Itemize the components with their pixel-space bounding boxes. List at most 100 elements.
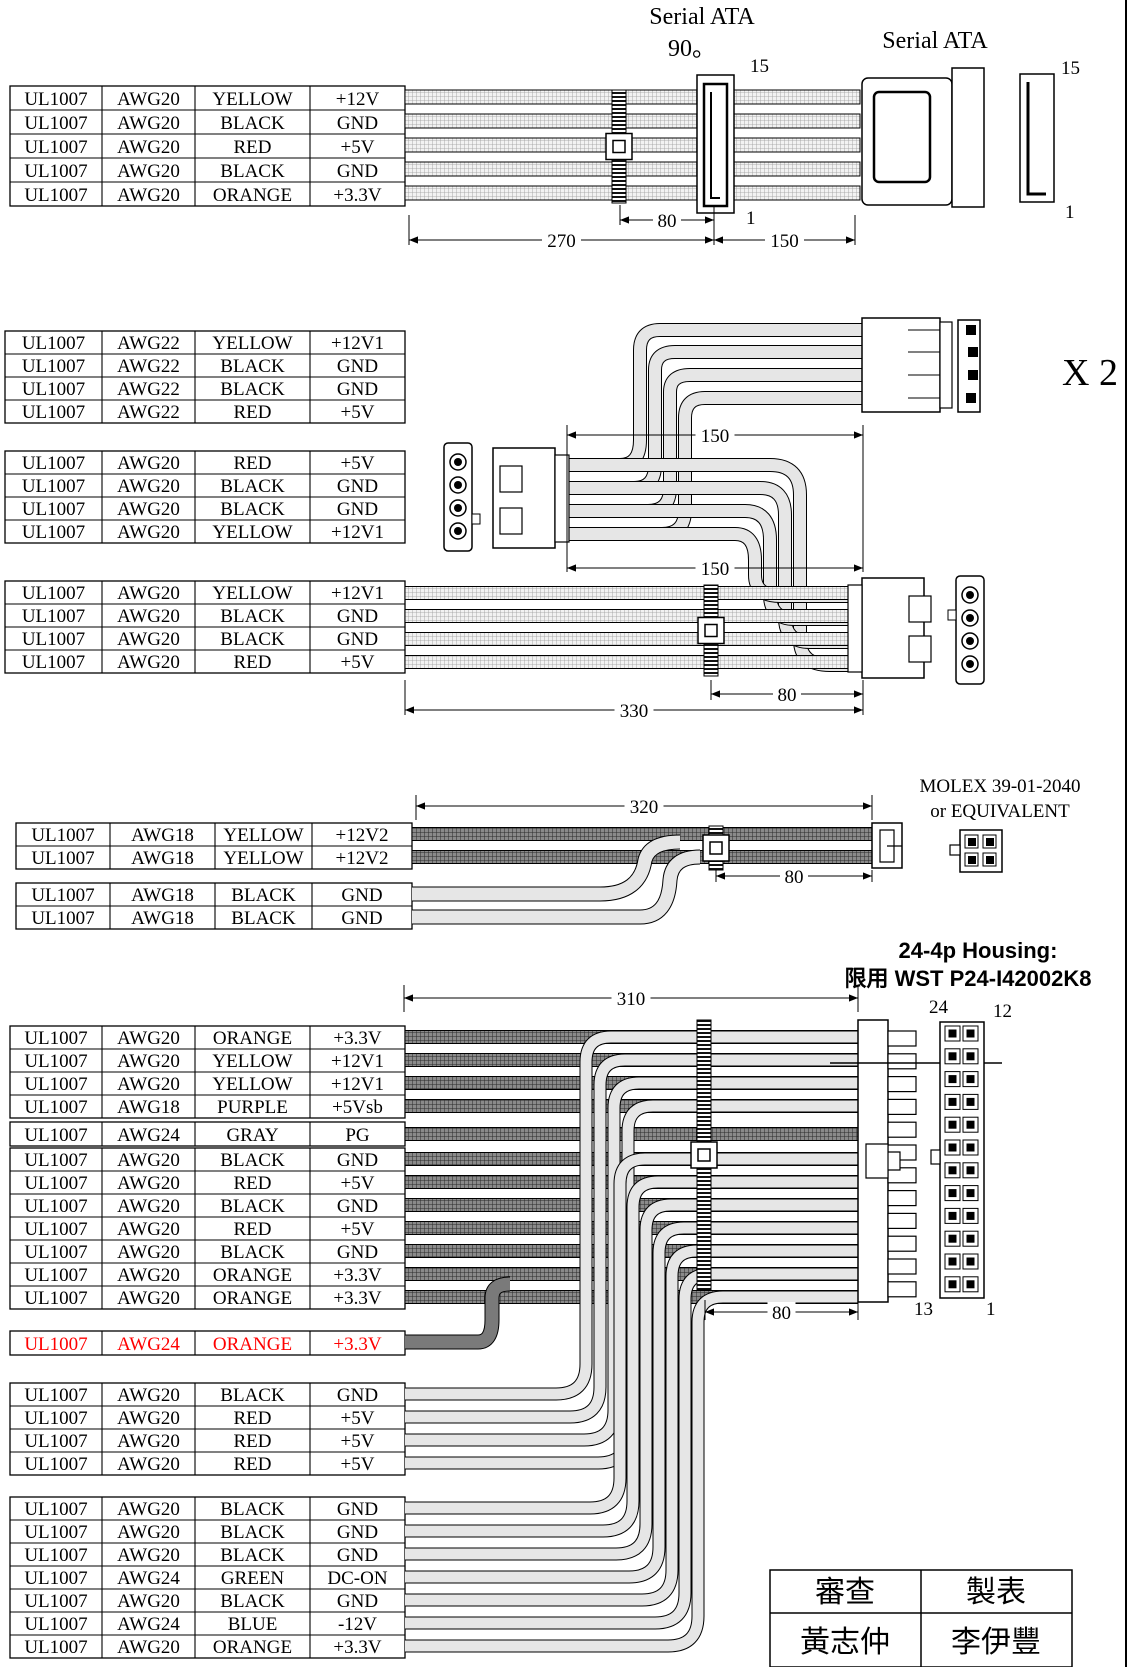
molex-table-a-cell: AWG22 xyxy=(117,356,180,377)
molex-pin xyxy=(454,481,462,489)
atx-table-c-cell: +3.3V xyxy=(333,1637,381,1658)
sata-wire-table-cell: UL1007 xyxy=(24,137,87,158)
atx-pin xyxy=(948,1257,957,1266)
atx-route-b xyxy=(405,1053,858,1424)
atx-housing-pin-cell xyxy=(887,1235,917,1252)
sata-wire-table-cell: BLACK xyxy=(220,161,285,182)
atx-pin xyxy=(966,1166,975,1175)
atx-pin-1: 1 xyxy=(986,1299,996,1320)
molex-bottom-pinout-body xyxy=(955,575,985,685)
sata-wire-table-cell: UL1007 xyxy=(24,89,87,110)
sata-wire-table-cell: UL1007 xyxy=(24,113,87,134)
molex-dim-middle: 150 xyxy=(567,558,863,580)
sata-straight-latch xyxy=(951,67,985,208)
atx-pin xyxy=(948,1211,957,1220)
sata-wire-table-cell: AWG20 xyxy=(117,161,180,182)
atx-housing-part: 限用 WST P24-I42002K8 xyxy=(845,966,1092,991)
sata-pinout-body xyxy=(1019,73,1055,203)
molex-table-c-cell: AWG20 xyxy=(117,583,180,604)
p4-connector-equivalent: or EQUIVALENT xyxy=(930,801,1070,822)
atx-table-c-cell: AWG24 xyxy=(117,1614,180,1635)
atx-table-c-cell: AWG20 xyxy=(117,1522,180,1543)
molex-table-b-cell: YELLOW xyxy=(212,522,292,543)
molex-top-flange xyxy=(939,321,953,409)
molex-table-a-cell: AWG22 xyxy=(117,402,180,423)
atx-table-mid-cell: UL1007 xyxy=(24,1150,87,1171)
atx-table-b-cell: +5V xyxy=(341,1454,375,1475)
dim-label-bg xyxy=(653,210,681,230)
molex-multiplier: X 2 xyxy=(1062,352,1118,394)
atx-table-c-cell: AWG20 xyxy=(117,1499,180,1520)
atx-table-c-cell: GND xyxy=(337,1499,378,1520)
atx-pin xyxy=(966,1234,975,1243)
dim-label: 270 xyxy=(547,231,576,252)
molex-middle-latch xyxy=(499,465,523,493)
cable-fill xyxy=(405,1277,511,1349)
dim-label-bg xyxy=(695,425,735,445)
atx-pinout-key xyxy=(930,1149,941,1165)
p4-table-a-cell: YELLOW xyxy=(223,825,303,846)
molex-table-c-cell: AWG20 xyxy=(117,606,180,627)
sata-90-pin-1: 1 xyxy=(746,208,756,229)
atx-pin xyxy=(948,1234,957,1243)
cable-fill xyxy=(405,1031,858,1400)
atx-pin xyxy=(966,1029,975,1038)
sata-straight-label: Serial ATA xyxy=(882,28,988,54)
atx-pin xyxy=(966,1097,975,1106)
molex-table-c-cell: BLACK xyxy=(220,629,285,650)
cable-fill xyxy=(412,835,681,901)
atx-table-c-cell: GND xyxy=(337,1591,378,1612)
atx-table-mid-cell: UL1007 xyxy=(24,1288,87,1309)
atx-table-c-cell: UL1007 xyxy=(24,1637,87,1658)
sata-dim-tie: 80 xyxy=(620,210,714,232)
atx-pin xyxy=(948,1143,957,1152)
atx-table-top-cell: YELLOW xyxy=(212,1074,292,1095)
atx-table-top-cell: AWG20 xyxy=(117,1051,180,1072)
molex-table-a-cell: UL1007 xyxy=(22,402,85,423)
molex-table-a-cell: YELLOW xyxy=(212,333,292,354)
sata-wire-table-cell: ORANGE xyxy=(213,185,292,206)
atx-table-b-cell: UL1007 xyxy=(24,1454,87,1475)
sata-wire-table-cell: AWG20 xyxy=(117,113,180,134)
molex-table-b-cell: GND xyxy=(337,499,378,520)
p4-pin xyxy=(986,838,994,846)
atx-pin xyxy=(948,1097,957,1106)
dim-label: 150 xyxy=(770,231,799,252)
tie-slot xyxy=(612,139,626,154)
molex-pin xyxy=(454,527,462,535)
molex-pin xyxy=(966,660,974,668)
sata-wire xyxy=(729,161,861,177)
atx-table-c-cell: AWG20 xyxy=(117,1545,180,1566)
molex-table-c-cell: UL1007 xyxy=(22,606,85,627)
atx-table-pg-cell: GRAY xyxy=(226,1125,278,1146)
connector-drawings xyxy=(443,67,1055,1303)
sata-90-degree-label: 90。 xyxy=(668,36,716,62)
molex-bottom-key xyxy=(947,609,957,621)
atx-table-top-cell: AWG20 xyxy=(117,1028,180,1049)
molex-table-c-cell: GND xyxy=(337,629,378,650)
p4-table-a-cell: UL1007 xyxy=(31,825,94,846)
dim-label: 330 xyxy=(620,701,649,722)
atx-table-mid-cell: GND xyxy=(337,1150,378,1171)
molex-table-a-cell: GND xyxy=(337,356,378,377)
p4-route-gnd-1 xyxy=(412,834,681,902)
atx-housing-latch xyxy=(865,1143,901,1179)
atx-table-b-cell: GND xyxy=(337,1385,378,1406)
atx-pin xyxy=(966,1120,975,1129)
atx-table-c-cell: BLACK xyxy=(220,1522,285,1543)
molex-table-c-cell: UL1007 xyxy=(22,629,85,650)
sata-wire xyxy=(404,161,701,177)
molex-pin xyxy=(454,504,462,512)
atx-table-b-cell: RED xyxy=(234,1408,272,1429)
atx-housing-pin-cell xyxy=(887,1053,917,1070)
atx-table-mid-cell: AWG20 xyxy=(117,1265,180,1286)
dim-label-bg xyxy=(773,684,801,704)
atx-table-mid-cell: +3.3V xyxy=(333,1288,381,1309)
p4-table-a-cell: YELLOW xyxy=(223,848,303,869)
signoff-reviewer: 黃志仲 xyxy=(800,1626,890,1659)
atx-table-c-cell: AWG20 xyxy=(117,1591,180,1612)
